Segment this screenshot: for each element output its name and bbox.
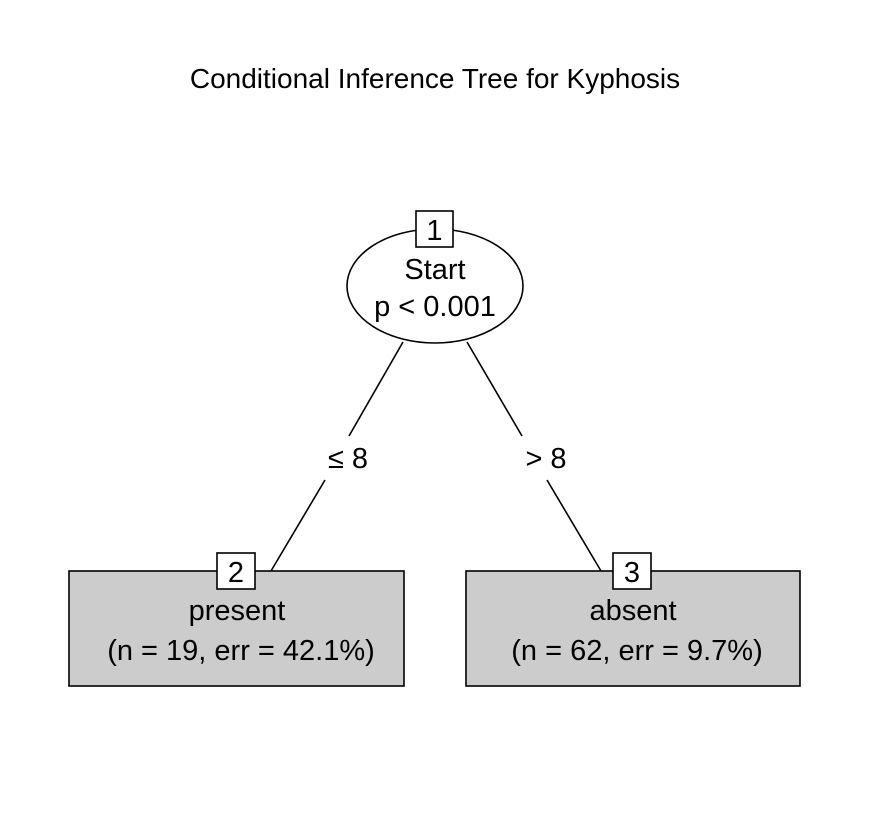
leaf-node-3-id-box <box>612 552 652 590</box>
leaf-node-3-label: absent <box>589 595 676 627</box>
edge-left: ≤ 8 <box>270 341 404 572</box>
leaf-node-2: present (n = 19, err = 42.1%) 2 <box>68 552 405 687</box>
leaf-node-3-id: 3 <box>624 557 640 589</box>
root-node-pvalue: p < 0.001 <box>374 291 496 323</box>
edge-right-line-lower <box>546 479 602 572</box>
root-node-variable: Start <box>404 254 465 286</box>
edge-left-label: ≤ 8 <box>328 443 368 475</box>
edge-right-line-upper <box>466 341 523 437</box>
leaf-node-2-id: 2 <box>228 557 244 589</box>
edge-left-line-lower <box>270 479 326 572</box>
leaf-node-2-id-box <box>216 552 256 590</box>
chart-title: Conditional Inference Tree for Kyphosis <box>190 63 680 94</box>
edge-left-line-upper <box>348 341 404 437</box>
leaf-node-3-stats: (n = 62, err = 9.7%) <box>511 635 762 667</box>
leaf-node-3-box <box>465 570 801 687</box>
root-node-id-box <box>415 210 454 248</box>
edge-right: > 8 <box>466 341 602 572</box>
root-node-id: 1 <box>426 215 442 247</box>
edge-right-label: > 8 <box>525 443 566 475</box>
root-node: Start p < 0.001 1 <box>346 210 524 344</box>
leaf-node-2-stats: (n = 19, err = 42.1%) <box>107 635 375 667</box>
leaf-node-2-label: present <box>189 595 286 627</box>
leaf-node-3: absent (n = 62, err = 9.7%) 3 <box>465 552 801 687</box>
